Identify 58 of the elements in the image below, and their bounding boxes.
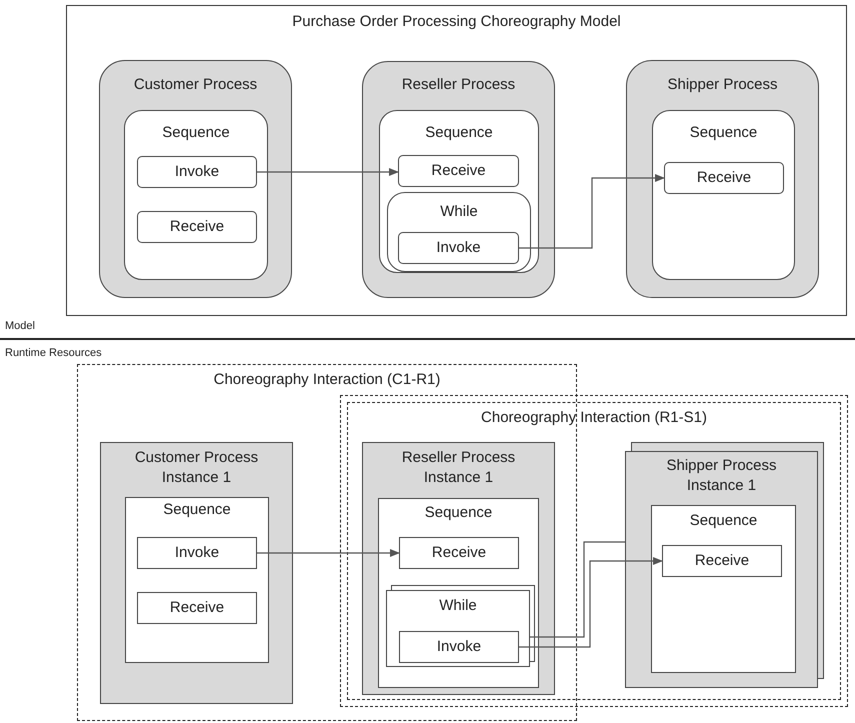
box-title: Sequence (162, 123, 230, 143)
activity-label: Receive (170, 598, 224, 618)
arrow (519, 174, 665, 249)
box-title: Sequence (425, 123, 493, 143)
model-frame (66, 5, 847, 316)
arrow (257, 168, 399, 176)
process-box (99, 60, 292, 298)
box-title: Choreography Interaction (C1-R1) (214, 370, 440, 390)
activity-box (137, 537, 257, 569)
activity-box (399, 537, 519, 569)
process-instance-box (362, 442, 555, 695)
activity-label: Invoke (174, 543, 220, 563)
activity-label: Invoke (174, 162, 220, 182)
arrow (257, 549, 400, 557)
activity-label: Receive (170, 217, 224, 237)
box-title: While (439, 596, 477, 616)
activity-label: Receive (696, 168, 752, 188)
activity-container (125, 497, 269, 663)
activity-container (387, 192, 531, 272)
box-title: Customer Process (134, 75, 258, 95)
activity-label: Receive (432, 543, 486, 563)
activity-label: Invoke (436, 637, 482, 657)
arrow (519, 557, 663, 648)
box-title: Reseller Process Instance 1 (400, 448, 516, 488)
activity-box (399, 631, 519, 663)
box-title: Sequence (690, 511, 758, 531)
box-title: Purchase Order Processing Choreography Model (292, 12, 621, 32)
activity-box (398, 232, 519, 264)
activity-container (379, 110, 539, 273)
box-title: Shipper Process (667, 75, 778, 95)
activity-label: Receive (694, 551, 750, 571)
section-label: Model (5, 319, 35, 334)
activity-container (124, 110, 268, 280)
stacked-container (386, 585, 535, 667)
box-title: While (440, 202, 478, 222)
activity-container (651, 505, 796, 673)
activity-box (398, 155, 519, 187)
activity-label: Receive (431, 161, 486, 181)
box-title: Sequence (690, 123, 758, 143)
activity-container (378, 498, 539, 688)
box-title: Sequence (424, 503, 492, 523)
box-title: Reseller Process (402, 75, 516, 95)
process-box (362, 61, 555, 298)
box-title: Sequence (163, 500, 231, 520)
box-title: Shipper Process Instance 1 (665, 456, 778, 496)
activity-container (652, 110, 795, 280)
section-label: Runtime Resources (5, 346, 102, 361)
activity-box (137, 592, 257, 624)
activity-label: Invoke (436, 238, 481, 258)
activity-box (137, 211, 257, 243)
activity-box (137, 156, 257, 188)
activity-box (664, 162, 784, 194)
stacked-instance-box (625, 442, 824, 688)
process-instance-box (100, 442, 293, 704)
process-box (626, 60, 819, 298)
box-title: Choreography Interaction (R1-S1) (481, 408, 707, 428)
activity-box (662, 545, 782, 577)
box-title: Customer Process Instance 1 (134, 448, 260, 488)
